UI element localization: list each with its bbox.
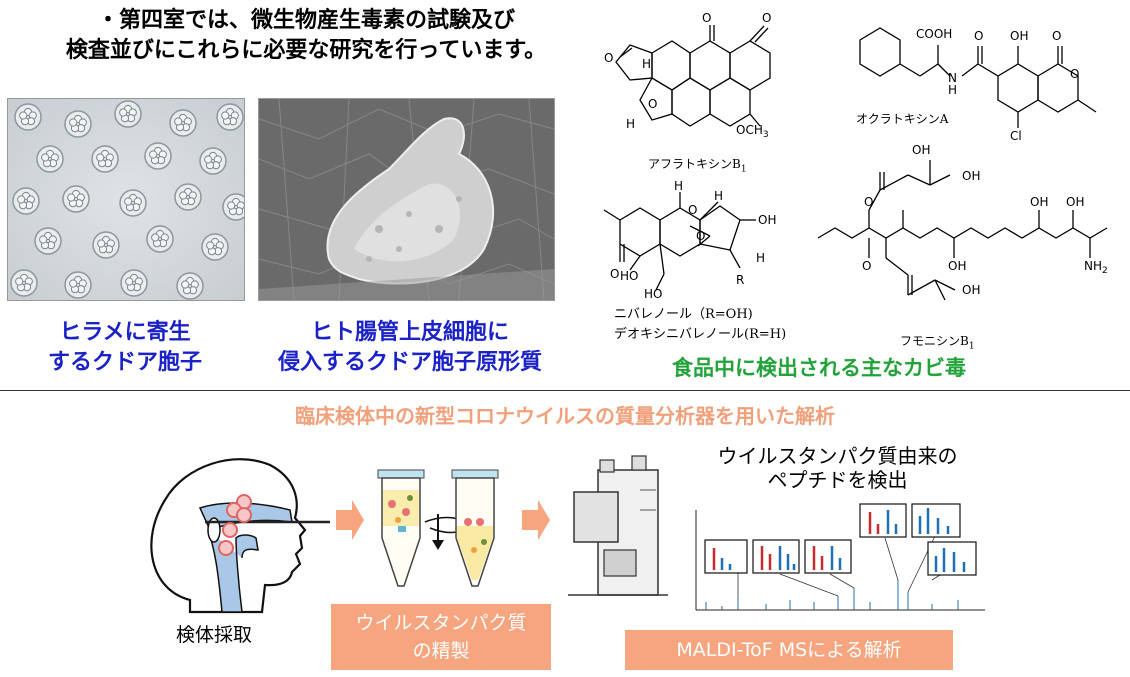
fumonisin-oh-far-right: OH xyxy=(1066,195,1084,209)
fumonisin-o-bottom: O xyxy=(862,259,871,273)
ochratoxin-nh-h: H xyxy=(948,83,957,97)
nivalenol-o-ketone: O xyxy=(610,267,619,281)
spectrum-inset-1 xyxy=(704,539,748,574)
head-profile-illustration xyxy=(150,458,330,614)
ochratoxin-oh: OH xyxy=(1010,29,1028,43)
maldi-instrument-illustration xyxy=(568,455,668,596)
spectrum-inset-4 xyxy=(859,503,907,538)
spectrum-inset-2 xyxy=(752,539,800,574)
fumonisin-name: フモニシンB xyxy=(900,334,969,348)
kudoa-sporoplasm-caption-line-2: 侵入するクドア胞子原形質 xyxy=(277,350,542,375)
fumonisin-oh-top-right: OH xyxy=(962,169,980,183)
fumonisin-label: フモニシンB1 xyxy=(900,332,975,351)
fumonisin-b1-structure xyxy=(817,160,1108,301)
nivalenol-name: ニバレノール（R=OH) xyxy=(614,307,753,322)
spectrum-inset-5 xyxy=(911,503,961,538)
nivalenol-h-top: H xyxy=(674,179,683,193)
spectrum-inset-3 xyxy=(804,539,852,574)
ochratoxin-a-structure xyxy=(859,27,1097,128)
peptide-detection-title: ウイルスタンパク質由来の ペプチドを検出 xyxy=(690,444,985,492)
step-maldi-analysis-box: MALDI-ToF MSによる解析 xyxy=(625,630,953,670)
fumonisin-oh-bottom: OH xyxy=(962,283,980,297)
aflatoxin-b1-structure xyxy=(615,25,771,127)
nivalenol-r: R xyxy=(736,273,744,287)
purification-tubes-illustration xyxy=(377,469,499,587)
section-divider xyxy=(0,390,1130,391)
fumonisin-subscript: 1 xyxy=(968,341,975,352)
fumonisin-o-top: O xyxy=(864,195,873,209)
nivalenol-ho-left: HO xyxy=(620,269,638,283)
aflatoxin-subscript: 1 xyxy=(740,164,747,175)
deoxynivalenol-name: デオキシニバレノール(R=H) xyxy=(614,327,787,342)
kudoa-spores-caption-line-2: するクドア胞子 xyxy=(47,350,202,375)
fumonisin-oh-right: OH xyxy=(1030,195,1048,209)
nivalenol-h-top-right: H xyxy=(714,189,723,203)
ochratoxin-o-carbonyl: O xyxy=(1052,29,1061,43)
fumonisin-nh2: NH2 xyxy=(1084,259,1108,276)
nivalenol-ho-bottom: HO xyxy=(644,287,662,301)
ochratoxin-o-ring: O xyxy=(1070,67,1079,81)
nivalenol-h-right: H xyxy=(756,251,765,265)
aflatoxin-label: アフラトキシンB1 xyxy=(648,155,747,174)
aflatoxin-o-furan: O xyxy=(648,97,657,111)
aflatoxin-h-lower: H xyxy=(626,117,635,131)
peptide-detection-line-2: ペプチドを検出 xyxy=(767,468,908,492)
workflow-illustration xyxy=(150,455,985,614)
nivalenol-o-ring: O xyxy=(688,203,697,217)
mycotoxin-caption: 食品中に検出される主なカビ毒 xyxy=(672,356,966,380)
ochratoxin-cooh: COOH xyxy=(916,27,952,41)
mass-spectrum xyxy=(695,503,985,611)
mycotoxin-structures: O O H H O O OCH3 COOH N H O OH O O Cl O … xyxy=(603,11,1108,301)
fumonisin-oh-middle: OH xyxy=(948,259,966,273)
nivalenol-oh-right: OH xyxy=(758,213,776,227)
aflatoxin-o-ring: O xyxy=(604,51,613,65)
arrow-2 xyxy=(522,500,550,540)
aflatoxin-o-ketone: O xyxy=(762,11,771,25)
intro-text: ・第四室では、微生物産生毒素の試験及び 検査並びにこれらに必要な研究を行っていま… xyxy=(6,6,606,66)
nivalenol-label: ニバレノール（R=OH) デオキシニバレノール(R=H) xyxy=(614,305,786,345)
ochratoxin-o-amide: O xyxy=(974,29,983,43)
arrow-1 xyxy=(336,500,364,540)
kudoa-sporoplasm-sem-photo xyxy=(258,98,555,301)
ochratoxin-cl: Cl xyxy=(1010,129,1022,143)
step-protein-purification-line-2: の精製 xyxy=(412,640,470,662)
nivalenol-structure xyxy=(603,192,756,291)
peptide-detection-line-1: ウイルスタンパク質由来の xyxy=(717,444,958,468)
ochratoxin-n: N xyxy=(948,71,957,85)
aflatoxin-methoxy: OCH3 xyxy=(736,123,769,140)
intro-line-1: ・第四室では、微生物産生毒素の試験及び xyxy=(96,8,515,33)
kudoa-spores-caption-line-1: ヒラメに寄生 xyxy=(59,320,191,345)
step-protein-purification-line-1: ウイルスタンパク質 xyxy=(355,612,527,634)
aflatoxin-o-lactone: O xyxy=(702,11,711,25)
kudoa-sporoplasm-caption: ヒト腸管上皮細胞に 侵入するクドア胞子原形質 xyxy=(250,318,570,378)
aflatoxin-h-upper: H xyxy=(642,57,651,71)
aflatoxin-name: アフラトキシンB xyxy=(648,157,741,171)
workflow-title: 臨床検体中の新型コロナウイルスの質量分析器を用いた解析 xyxy=(295,404,835,428)
fumonisin-oh-top: OH xyxy=(912,143,930,157)
intro-line-2: 検査並びにこれらに必要な研究を行っています。 xyxy=(65,38,547,63)
kudoa-spores-caption: ヒラメに寄生 するクドア胞子 xyxy=(20,318,230,378)
nivalenol-o-epoxide: O xyxy=(696,229,705,243)
kudoa-spores-photo xyxy=(7,98,245,301)
kudoa-sporoplasm-caption-line-1: ヒト腸管上皮細胞に xyxy=(310,320,509,345)
ochratoxin-label: オクラトキシンA xyxy=(856,112,949,126)
step-protein-purification-box: ウイルスタンパク質 の精製 xyxy=(331,604,551,670)
spectrum-inset-6 xyxy=(927,541,977,576)
step-sample-collection-label: 検体採取 xyxy=(176,624,253,646)
